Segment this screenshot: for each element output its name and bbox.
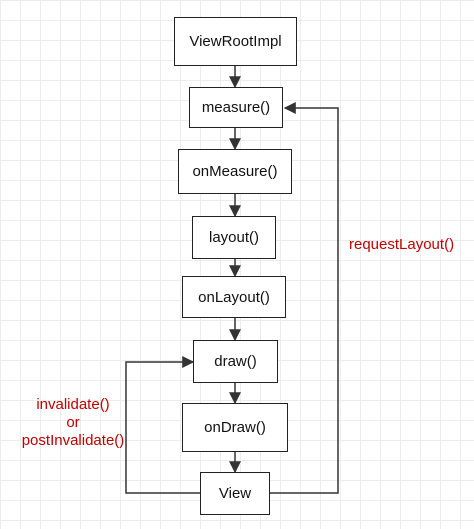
label-invalidate-group: invalidate() or postInvalidate() bbox=[6, 396, 140, 450]
node-view: View bbox=[200, 472, 270, 515]
node-onmeasure: onMeasure() bbox=[178, 149, 292, 194]
label-invalidate: invalidate() bbox=[36, 396, 110, 413]
label-post-invalidate: postInvalidate() bbox=[21, 432, 125, 449]
node-onlayout: onLayout() bbox=[182, 276, 286, 318]
node-layout: layout() bbox=[192, 216, 276, 259]
loop-view-to-draw bbox=[125, 356, 200, 494]
node-measure: measure() bbox=[189, 87, 283, 128]
node-draw: draw() bbox=[193, 340, 278, 383]
node-viewrootimpl: ViewRootImpl bbox=[174, 17, 297, 66]
label-or: or bbox=[66, 414, 80, 431]
node-ondraw: onDraw() bbox=[182, 403, 288, 452]
loop-view-to-measure bbox=[270, 102, 339, 494]
label-request-layout: requestLayout() bbox=[349, 236, 455, 253]
